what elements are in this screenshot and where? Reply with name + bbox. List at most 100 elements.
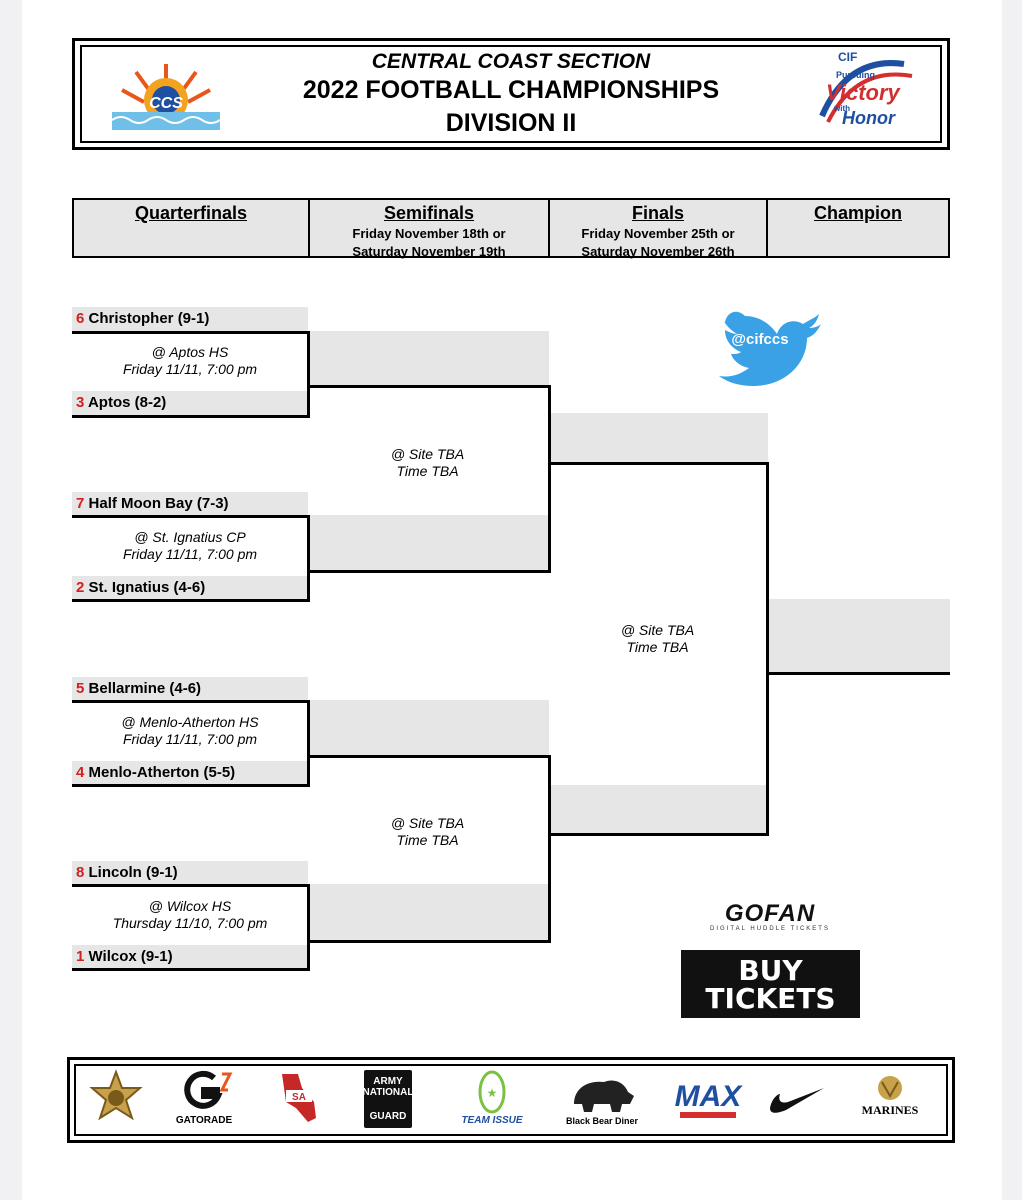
game-site: @ Site TBA (620, 622, 695, 638)
bracket-line (72, 884, 310, 887)
seed-number: 3 (76, 394, 85, 411)
bracket-line (549, 462, 769, 465)
game-info: @ Aptos HS Friday 11/11, 7:00 pm (72, 344, 308, 378)
bracket-line (548, 385, 551, 573)
cif-logo-word1: Pursuing (836, 70, 876, 80)
buy-tickets-button[interactable]: BUY TICKETS (681, 950, 860, 1018)
team-slot: 2 St. Ignatius (4-6) (72, 576, 308, 600)
finals-slot (551, 785, 768, 833)
seed-number: 1 (76, 948, 85, 965)
game-time: Friday 11/11, 7:00 pm (122, 546, 258, 562)
ccs-logo (111, 64, 221, 130)
team-slot: 8 Lincoln (9-1) (72, 861, 308, 885)
twitter-handle[interactable]: @cifccs (731, 331, 789, 348)
team-slot: 5 Bellarmine (4-6) (72, 677, 308, 701)
sponsor-label: GUARD (369, 1111, 407, 1122)
round-date: Saturday November 26th (581, 244, 735, 259)
game-time: Time TBA (396, 832, 459, 848)
team-slot: 1 Wilcox (9-1) (72, 945, 308, 969)
gofan-logo-text: GOFAN (724, 900, 816, 927)
seed-number: 8 (76, 864, 85, 881)
gofan-tagline: DIGITAL HUDDLE TICKETS (710, 926, 830, 932)
sponsor-team-issue: ★ TEAM ISSUE (450, 1068, 534, 1132)
svg-text:SA: SA (292, 1092, 306, 1103)
semifinal-info: @ Site TBA Time TBA (330, 815, 525, 849)
bracket-line (308, 385, 551, 388)
seed-number: 6 (76, 310, 85, 327)
division-title: DIVISION II (445, 109, 577, 137)
game-site: @ Menlo-Atherton HS (121, 714, 259, 730)
bracket-line (308, 940, 551, 943)
bracket-line (72, 515, 310, 518)
team-name: Menlo-Atherton (5-5) (88, 764, 236, 781)
bracket-line (307, 884, 310, 971)
sponsor-marines: MARINES (842, 1068, 938, 1132)
sponsor-label: Black Bear Diner (565, 1116, 639, 1126)
team-name: Aptos (8-2) (87, 394, 167, 411)
team-slot: 6 Christopher (9-1) (72, 307, 308, 331)
game-time: Time TBA (626, 639, 689, 655)
bracket-line (72, 599, 310, 602)
round-finals: Finals Friday November 25th or Saturday … (548, 198, 768, 259)
sponsor-nike (766, 1068, 826, 1132)
game-site: @ Aptos HS (151, 344, 229, 360)
bracket-line (307, 331, 310, 418)
cif-logo-word2: Victory (826, 80, 900, 105)
team-name: St. Ignatius (4-6) (88, 579, 206, 596)
cif-logo-top: CIF (838, 50, 858, 64)
sponsor-sa: SA (268, 1068, 328, 1132)
sponsor-inner-frame (74, 1064, 948, 1136)
game-site: @ St. Ignatius CP (134, 529, 246, 545)
team-issue-icon: ★ (478, 1070, 506, 1114)
finals-info: @ Site TBA Time TBA (560, 622, 755, 656)
semifinal-slot (310, 515, 549, 570)
header-frame (72, 38, 950, 150)
game-info: @ St. Ignatius CP Friday 11/11, 7:00 pm (72, 529, 308, 563)
bracket-line (548, 755, 551, 943)
bracket-line (307, 515, 310, 602)
sponsor-frame (67, 1057, 955, 1143)
buy-tickets-line1: BUY (738, 954, 803, 987)
gofan-logo: GOFAN DIGITAL HUDDLE TICKETS (700, 900, 840, 932)
game-site: @ Site TBA (390, 446, 465, 462)
cif-logo (819, 60, 913, 123)
twitter-bird-icon[interactable] (713, 300, 823, 390)
sponsor-gatorade: GATORADE (172, 1068, 236, 1132)
round-date: Friday November 25th or (581, 226, 735, 241)
semifinal-slot (310, 331, 549, 385)
sponsor-label: MARINES (861, 1103, 919, 1117)
round-quarterfinals: Quarterfinals (72, 198, 310, 258)
seed-number: 5 (76, 680, 85, 697)
sponsor-black-bear-diner: Black Bear Diner (560, 1068, 644, 1132)
sheriff-badge-icon (89, 1069, 143, 1121)
marines-emblem-icon (878, 1076, 902, 1100)
semifinal-slot (310, 700, 549, 755)
game-info: @ Menlo-Atherton HS Friday 11/11, 7:00 p… (72, 714, 308, 748)
team-name: Wilcox (9-1) (88, 948, 173, 965)
game-site: @ Wilcox HS (148, 898, 232, 914)
team-name: Bellarmine (4-6) (88, 680, 202, 697)
team-name: Half Moon Bay (7-3) (88, 495, 229, 512)
bracket-line (549, 833, 769, 836)
bracket-line (307, 700, 310, 787)
finals-slot (551, 413, 768, 462)
gatorade-g-icon (184, 1070, 233, 1109)
header-inner-frame (80, 45, 942, 143)
sponsor-label: GATORADE (175, 1115, 233, 1126)
bracket-line (72, 784, 310, 787)
nike-swoosh-icon (770, 1088, 824, 1113)
champion-slot (769, 599, 950, 672)
sponsor-sheriff-badge (84, 1068, 148, 1132)
bracket-line (308, 570, 551, 573)
round-date: Saturday November 19th (352, 244, 506, 259)
buy-tickets-line2: TICKETS (705, 982, 836, 1015)
round-title: Quarterfinals (134, 203, 248, 223)
bracket-line (72, 331, 310, 334)
bracket-line (72, 415, 310, 418)
semifinal-slot (310, 884, 549, 940)
round-title: Finals (631, 203, 684, 223)
cif-logo-word4: Honor (842, 108, 895, 128)
sponsor-label: TEAM ISSUE (461, 1115, 523, 1126)
seed-number: 2 (76, 579, 85, 596)
